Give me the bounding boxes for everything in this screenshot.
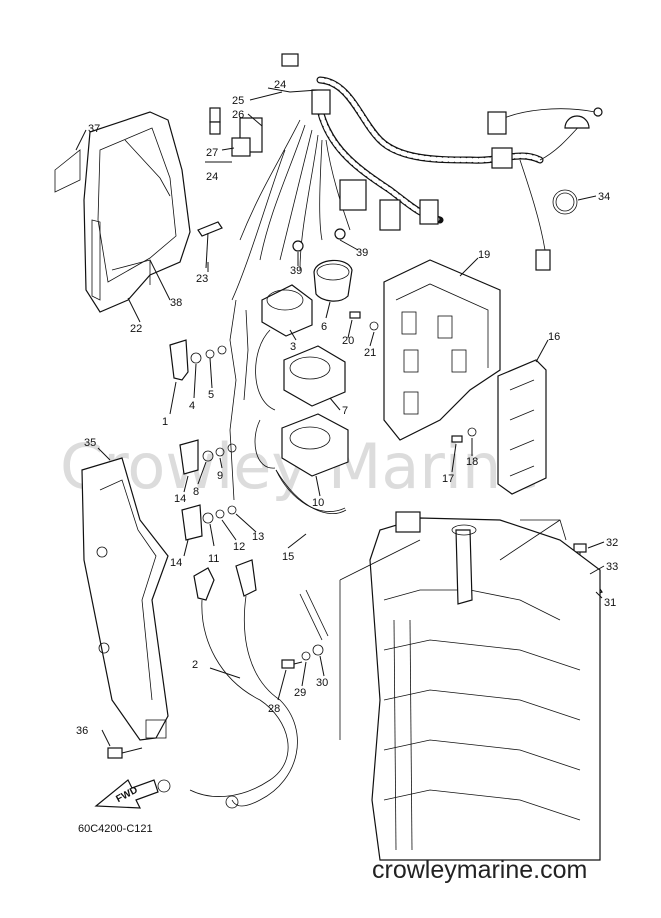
callout-3: 3 [290,341,296,353]
callout-15: 15 [282,551,294,563]
terminal-caps [169,339,203,541]
callout-19: 19 [478,249,490,261]
small-connectors [205,107,251,163]
callout-37: 37 [88,123,100,135]
bolt-36 [107,747,143,759]
callout-14b: 14 [170,557,182,569]
callout-31: 31 [604,597,616,609]
fwd-arrow: FWD [94,779,159,809]
washers [190,345,237,524]
drawing-code: 60C4200-C121 [78,823,153,835]
callout-6: 6 [321,321,327,333]
plate-16 [497,359,547,495]
callout-2: 2 [192,659,198,671]
callout-39: 39 [356,247,368,259]
site-url[interactable]: crowleymarine.com [372,856,587,884]
callout-35: 35 [84,437,96,449]
callout-11: 11 [208,553,219,565]
callout-38: 38 [170,297,182,309]
callout-18: 18 [466,456,478,468]
callout-labels: 1 2 3 4 5 6 7 8 9 10 11 12 13 14 14 15 1… [76,79,618,737]
callout-24b: 24 [206,171,218,183]
holder-6 [313,259,353,302]
callout-17: 17 [442,473,454,485]
callout-28: 28 [268,703,280,715]
callout-27: 27 [206,147,218,159]
callout-24: 24 [274,79,286,91]
bracket-19 [383,259,501,441]
callout-20: 20 [342,335,354,347]
callout-22: 22 [130,323,142,335]
wire-harness [231,53,603,301]
callout-4: 4 [189,400,195,412]
callout-23: 23 [196,273,208,285]
callout-39b: 39 [290,265,302,277]
callout-9: 9 [217,470,223,482]
callout-29: 29 [294,687,306,699]
callout-16: 16 [548,331,560,343]
callout-1: 1 [162,416,168,428]
callout-8: 8 [193,486,199,498]
relay-10 [281,413,349,477]
callout-21: 21 [364,347,376,359]
callout-30: 30 [316,677,328,689]
engine-block [369,511,601,861]
callout-13: 13 [252,531,264,543]
leader-lines [75,87,605,747]
callout-33: 33 [606,561,618,573]
bolts-28-30 [281,644,324,669]
callout-34: 34 [598,191,610,203]
callout-10: 10 [312,497,324,509]
screws [349,311,477,443]
wire-clamp [552,189,578,215]
callout-25: 25 [232,95,244,107]
callout-7: 7 [342,405,348,417]
battery-cable [157,559,298,809]
relay-3 [261,284,313,337]
callout-26: 26 [232,109,244,121]
callout-14: 14 [174,493,186,505]
electrical-cover [54,111,191,313]
callout-5: 5 [208,389,214,401]
callout-36: 36 [76,725,88,737]
relay-7 [283,345,346,407]
clip-part [197,221,223,269]
callout-12: 12 [233,541,245,553]
cover-35 [81,457,169,741]
callout-32: 32 [606,537,618,549]
